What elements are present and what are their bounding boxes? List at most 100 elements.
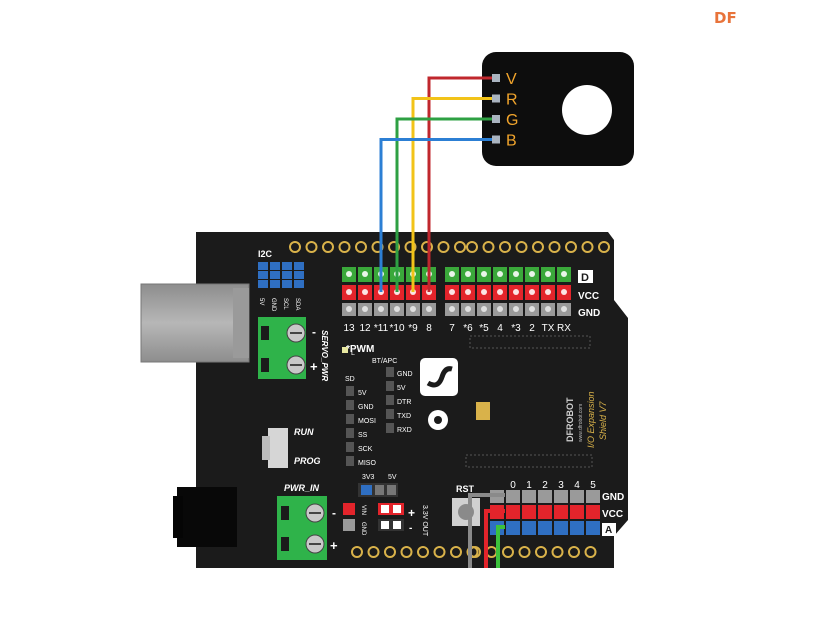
analog-gnd-pin — [554, 490, 568, 503]
url-label: www.dfrobot.com — [578, 404, 584, 442]
i2c-pin — [282, 262, 292, 270]
digital-pin-label: 7 — [449, 323, 455, 334]
row-label-vcc: VCC — [578, 291, 599, 302]
led-label: L — [351, 350, 355, 357]
digital-pin-label: 8 — [426, 323, 432, 334]
sd-pin-label: 5V — [358, 390, 367, 397]
sd-pin — [346, 400, 354, 410]
i2c-pin — [282, 280, 292, 288]
sensor-pin-label: R — [506, 92, 518, 109]
analog-wires — [468, 493, 505, 568]
rst-label: RST — [456, 484, 475, 494]
product-line2: Shield V7 — [598, 400, 608, 440]
analog-pin-label: 0 — [510, 480, 516, 491]
gnd-label: GND — [360, 522, 366, 536]
run-prog-switch — [262, 428, 288, 468]
analog-vcc-pin — [538, 505, 552, 519]
sd-pin-label: MISO — [358, 460, 376, 467]
header-pad — [404, 241, 417, 253]
sensor-wires — [379, 76, 492, 292]
header-pad — [454, 241, 466, 253]
sensor-wire — [395, 117, 492, 292]
header-pad — [568, 546, 580, 558]
analog-vcc-pin — [586, 505, 600, 519]
crystal-component — [476, 402, 490, 420]
bt-pin — [386, 367, 394, 377]
vin-label: VIN — [360, 505, 366, 515]
digital-pin-label: *5 — [479, 323, 489, 334]
sensor-pin-label: B — [506, 133, 517, 150]
header-pad — [433, 546, 446, 558]
i2c-pin — [270, 262, 280, 270]
df-logo-icon — [420, 358, 458, 430]
bt-pin-label: TXD — [397, 413, 411, 420]
header-pad — [584, 546, 597, 558]
header-pad — [581, 241, 594, 253]
analog-gnd-pin — [506, 490, 520, 503]
prog-label: PROG — [294, 456, 321, 466]
header-pad — [400, 546, 413, 558]
header-pad — [551, 546, 564, 558]
sd-pin — [346, 442, 354, 452]
sd-pin-label: GND — [358, 404, 374, 411]
header-pad — [535, 546, 547, 558]
analog-row-vcc: VCC — [602, 509, 623, 520]
analog-signal-pin — [538, 521, 552, 535]
sensor-pin — [492, 135, 500, 144]
sensor-wire — [411, 97, 492, 292]
bt-pin — [386, 381, 394, 391]
i2c-pin-label: SDA — [294, 298, 300, 310]
header-pad — [388, 241, 400, 253]
i2c-pin-label: GND — [270, 298, 276, 312]
header-pad — [466, 241, 478, 253]
sd-pin — [346, 414, 354, 424]
header-pad — [437, 241, 450, 253]
reset-button — [452, 498, 480, 526]
pwr-in-terminal: - + — [277, 496, 338, 560]
analog-row-labels: GND VCC A — [602, 492, 624, 536]
pwm-label: *PWM — [346, 344, 374, 355]
i2c-pin — [258, 271, 268, 279]
digital-pin-label: 2 — [529, 323, 535, 334]
3v3-out-label: 3.3V OUT — [421, 505, 428, 537]
header-pad — [338, 241, 351, 253]
voltage-jumper — [358, 483, 398, 497]
top-header-pads — [289, 241, 610, 253]
sd-pin — [346, 456, 354, 466]
i2c-pin — [258, 280, 268, 288]
analog-pin-label: 5 — [590, 480, 596, 491]
i2c-pin — [270, 280, 280, 288]
digital-pin-label: 13 — [343, 323, 355, 334]
header-pad — [548, 241, 561, 253]
i2c-pin-label: 5V — [258, 298, 264, 305]
header-pad — [417, 546, 429, 558]
row-label-a: A — [605, 525, 612, 536]
header-pad — [384, 546, 396, 558]
analog-gnd-pin — [522, 490, 536, 503]
sd-pin-label: SS — [358, 432, 368, 439]
header-pad — [565, 241, 577, 253]
header-pad — [305, 241, 318, 253]
sd-pin-label: MOSI — [358, 418, 376, 425]
header-pad — [499, 241, 511, 253]
row-label-gnd: GND — [578, 308, 600, 319]
usb-port — [140, 283, 250, 363]
digital-pin-label: 4 — [497, 323, 503, 334]
header-pad — [450, 546, 462, 558]
sd-pin — [346, 428, 354, 438]
digital-pin-label: 12 — [359, 323, 371, 334]
analog-vcc-pin — [570, 505, 584, 519]
bt-pin — [386, 409, 394, 419]
analog-signal-pin — [586, 521, 600, 535]
svg-text:-: - — [409, 523, 412, 534]
digital-pin-label: TX — [542, 323, 555, 334]
sensor-pin — [492, 74, 500, 82]
analog-signal-pin — [506, 521, 520, 535]
servo-power-terminal: - + — [258, 317, 318, 379]
header-pad — [421, 241, 433, 253]
